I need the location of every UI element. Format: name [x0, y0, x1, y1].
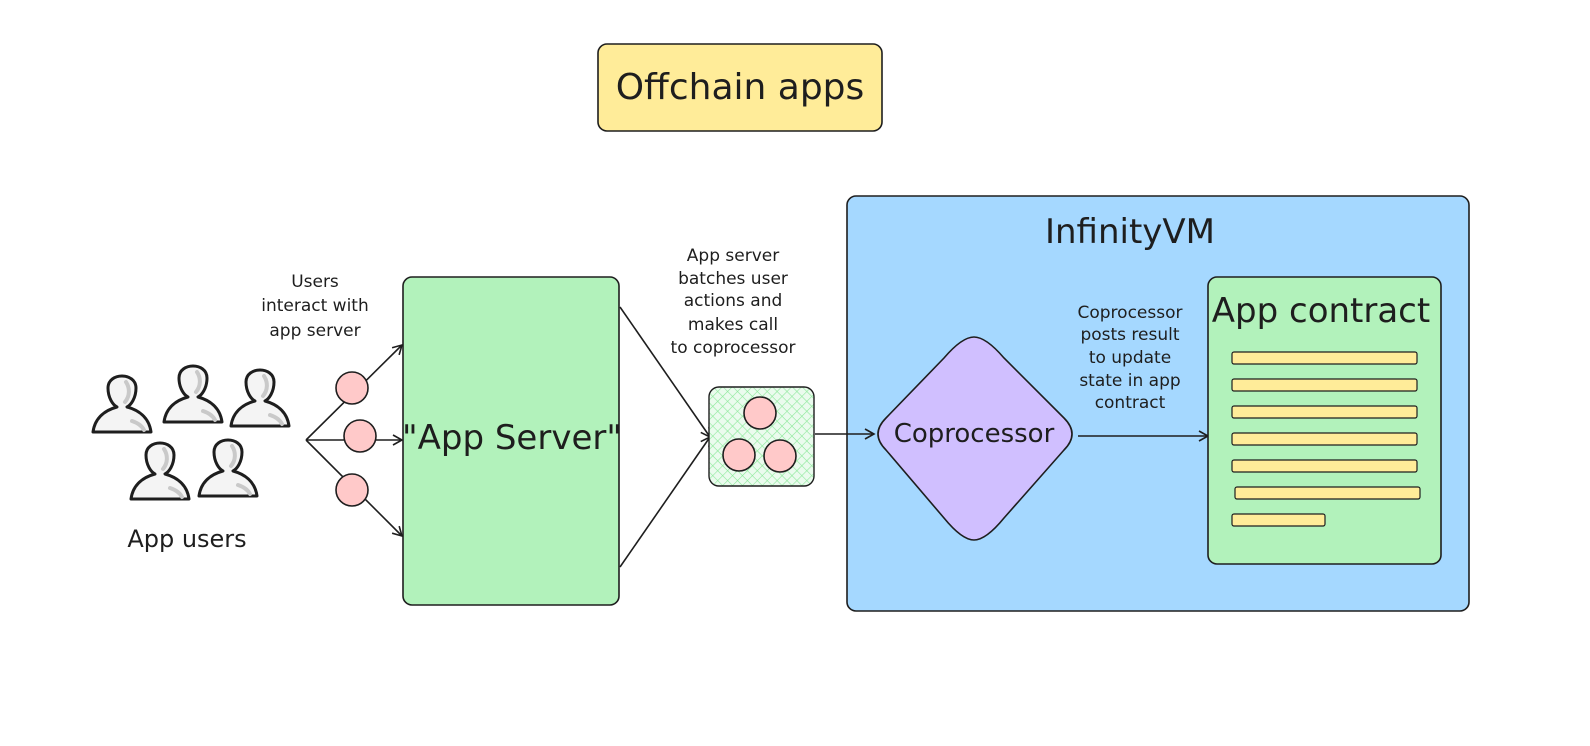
- contract-state-line: [1231, 432, 1418, 446]
- coprocessor-note-line: contract: [1095, 393, 1166, 413]
- coprocessor-note-line: Coprocessor: [1078, 303, 1183, 323]
- user-icon: [129, 441, 191, 501]
- users-note: Users interact with app server: [261, 272, 369, 341]
- coprocessor-note-line: state in app: [1079, 371, 1180, 391]
- app-server-fill: [402, 276, 620, 606]
- user-icon: [91, 374, 153, 434]
- coprocessor-note-line: to update: [1089, 348, 1171, 368]
- diagram-title: Offchain apps: [616, 67, 865, 108]
- coprocessor-node: Coprocessor: [877, 336, 1073, 541]
- app-contract-box: App contract: [1207, 276, 1442, 565]
- contract-state-line: [1231, 459, 1418, 473]
- contract-state-line: [1231, 378, 1418, 392]
- batched-action-dot: [743, 396, 777, 430]
- action-dot: [335, 473, 369, 507]
- batch-box: [708, 386, 815, 487]
- user-icon: [162, 364, 224, 424]
- batch-arrow: [619, 306, 711, 439]
- coprocessor-label: Coprocessor: [894, 419, 1055, 449]
- users-note-line: Users: [291, 272, 339, 292]
- contract-state-lines: [1231, 351, 1421, 527]
- users-note-line: interact with: [261, 296, 369, 316]
- coprocessor-note: Coprocessor posts result to update state…: [1078, 303, 1183, 413]
- action-dot: [335, 371, 369, 405]
- contract-state-line: [1231, 405, 1418, 419]
- batch-note-line: makes call: [688, 315, 778, 335]
- batched-action-dot: [722, 438, 756, 472]
- user-action-dots: [335, 371, 377, 507]
- batch-note-line: App server: [687, 246, 779, 266]
- contract-state-line: [1231, 351, 1418, 365]
- batch-arrows: [619, 306, 711, 568]
- title-box: Offchain apps: [597, 43, 883, 132]
- contract-state-line: [1231, 513, 1326, 527]
- infinityvm-label: InfinityVM: [1045, 212, 1215, 252]
- coprocessor-shape: [877, 336, 1073, 541]
- app-contract-label: App contract: [1212, 291, 1430, 331]
- app-users-caption: App users: [127, 525, 246, 553]
- title-box-fill: [597, 43, 883, 132]
- app-server-box: "App Server": [402, 276, 622, 606]
- app-server-label: "App Server": [402, 418, 622, 458]
- batched-action-dot: [763, 439, 797, 473]
- batch-note-line: batches user: [678, 269, 788, 289]
- batch-note: App server batches user actions and make…: [671, 246, 796, 358]
- app-users-group: App users: [91, 364, 291, 553]
- batch-arrow: [619, 435, 711, 568]
- action-dot: [343, 419, 377, 453]
- user-icon: [229, 368, 291, 428]
- batch-note-line: to coprocessor: [671, 338, 796, 358]
- contract-state-line: [1234, 486, 1421, 500]
- users-note-line: app server: [269, 321, 360, 341]
- batch-note-line: actions and: [684, 291, 783, 311]
- coprocessor-note-line: posts result: [1080, 325, 1179, 345]
- user-icon: [197, 438, 259, 498]
